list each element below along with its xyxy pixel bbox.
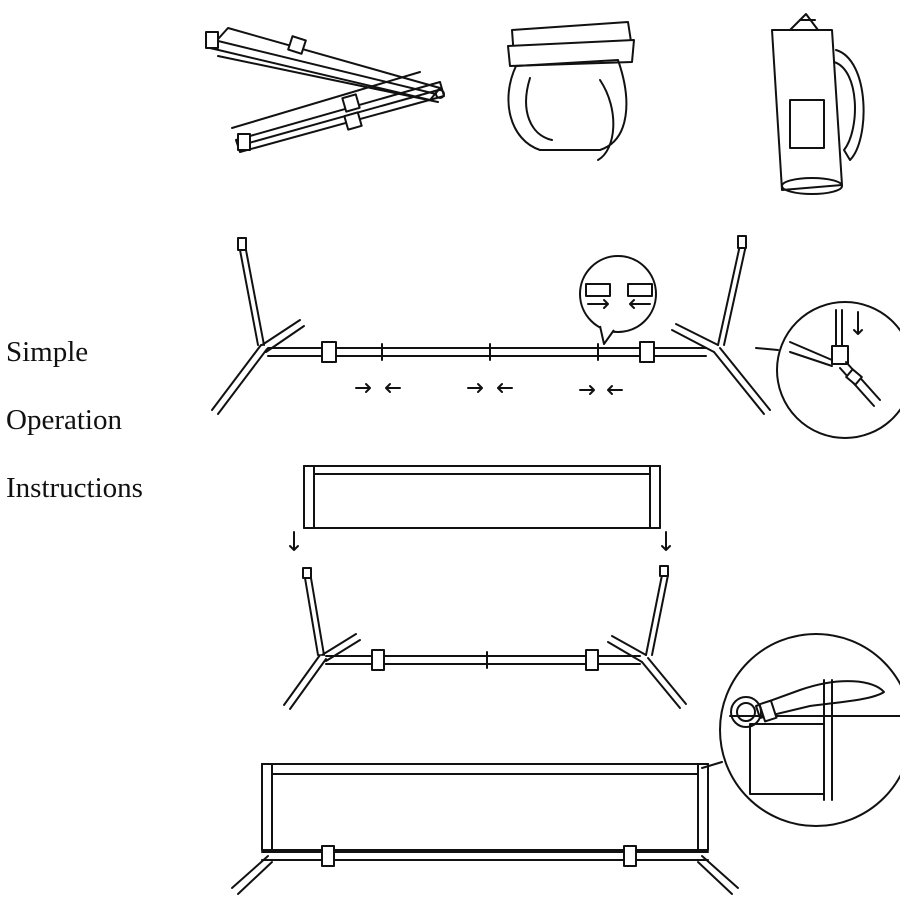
label-operation: Operation	[6, 404, 122, 436]
assembled-net-illustration	[231, 763, 739, 895]
carry-bag-illustration	[771, 13, 865, 195]
hook-detail-callout	[701, 633, 900, 827]
connector-detail-callout	[579, 255, 657, 345]
label-instructions: Instructions	[6, 472, 143, 504]
folded-frame-illustration	[205, 27, 445, 153]
joint-detail-callout	[755, 301, 900, 439]
instructions-label: Simple Operation Instructions	[6, 318, 176, 522]
label-simple: Simple	[6, 336, 89, 368]
net-illustration	[289, 465, 671, 551]
assembled-frame-illustration	[283, 565, 687, 710]
frame-assembly-step	[211, 235, 771, 415]
folded-net-illustration	[507, 21, 635, 161]
